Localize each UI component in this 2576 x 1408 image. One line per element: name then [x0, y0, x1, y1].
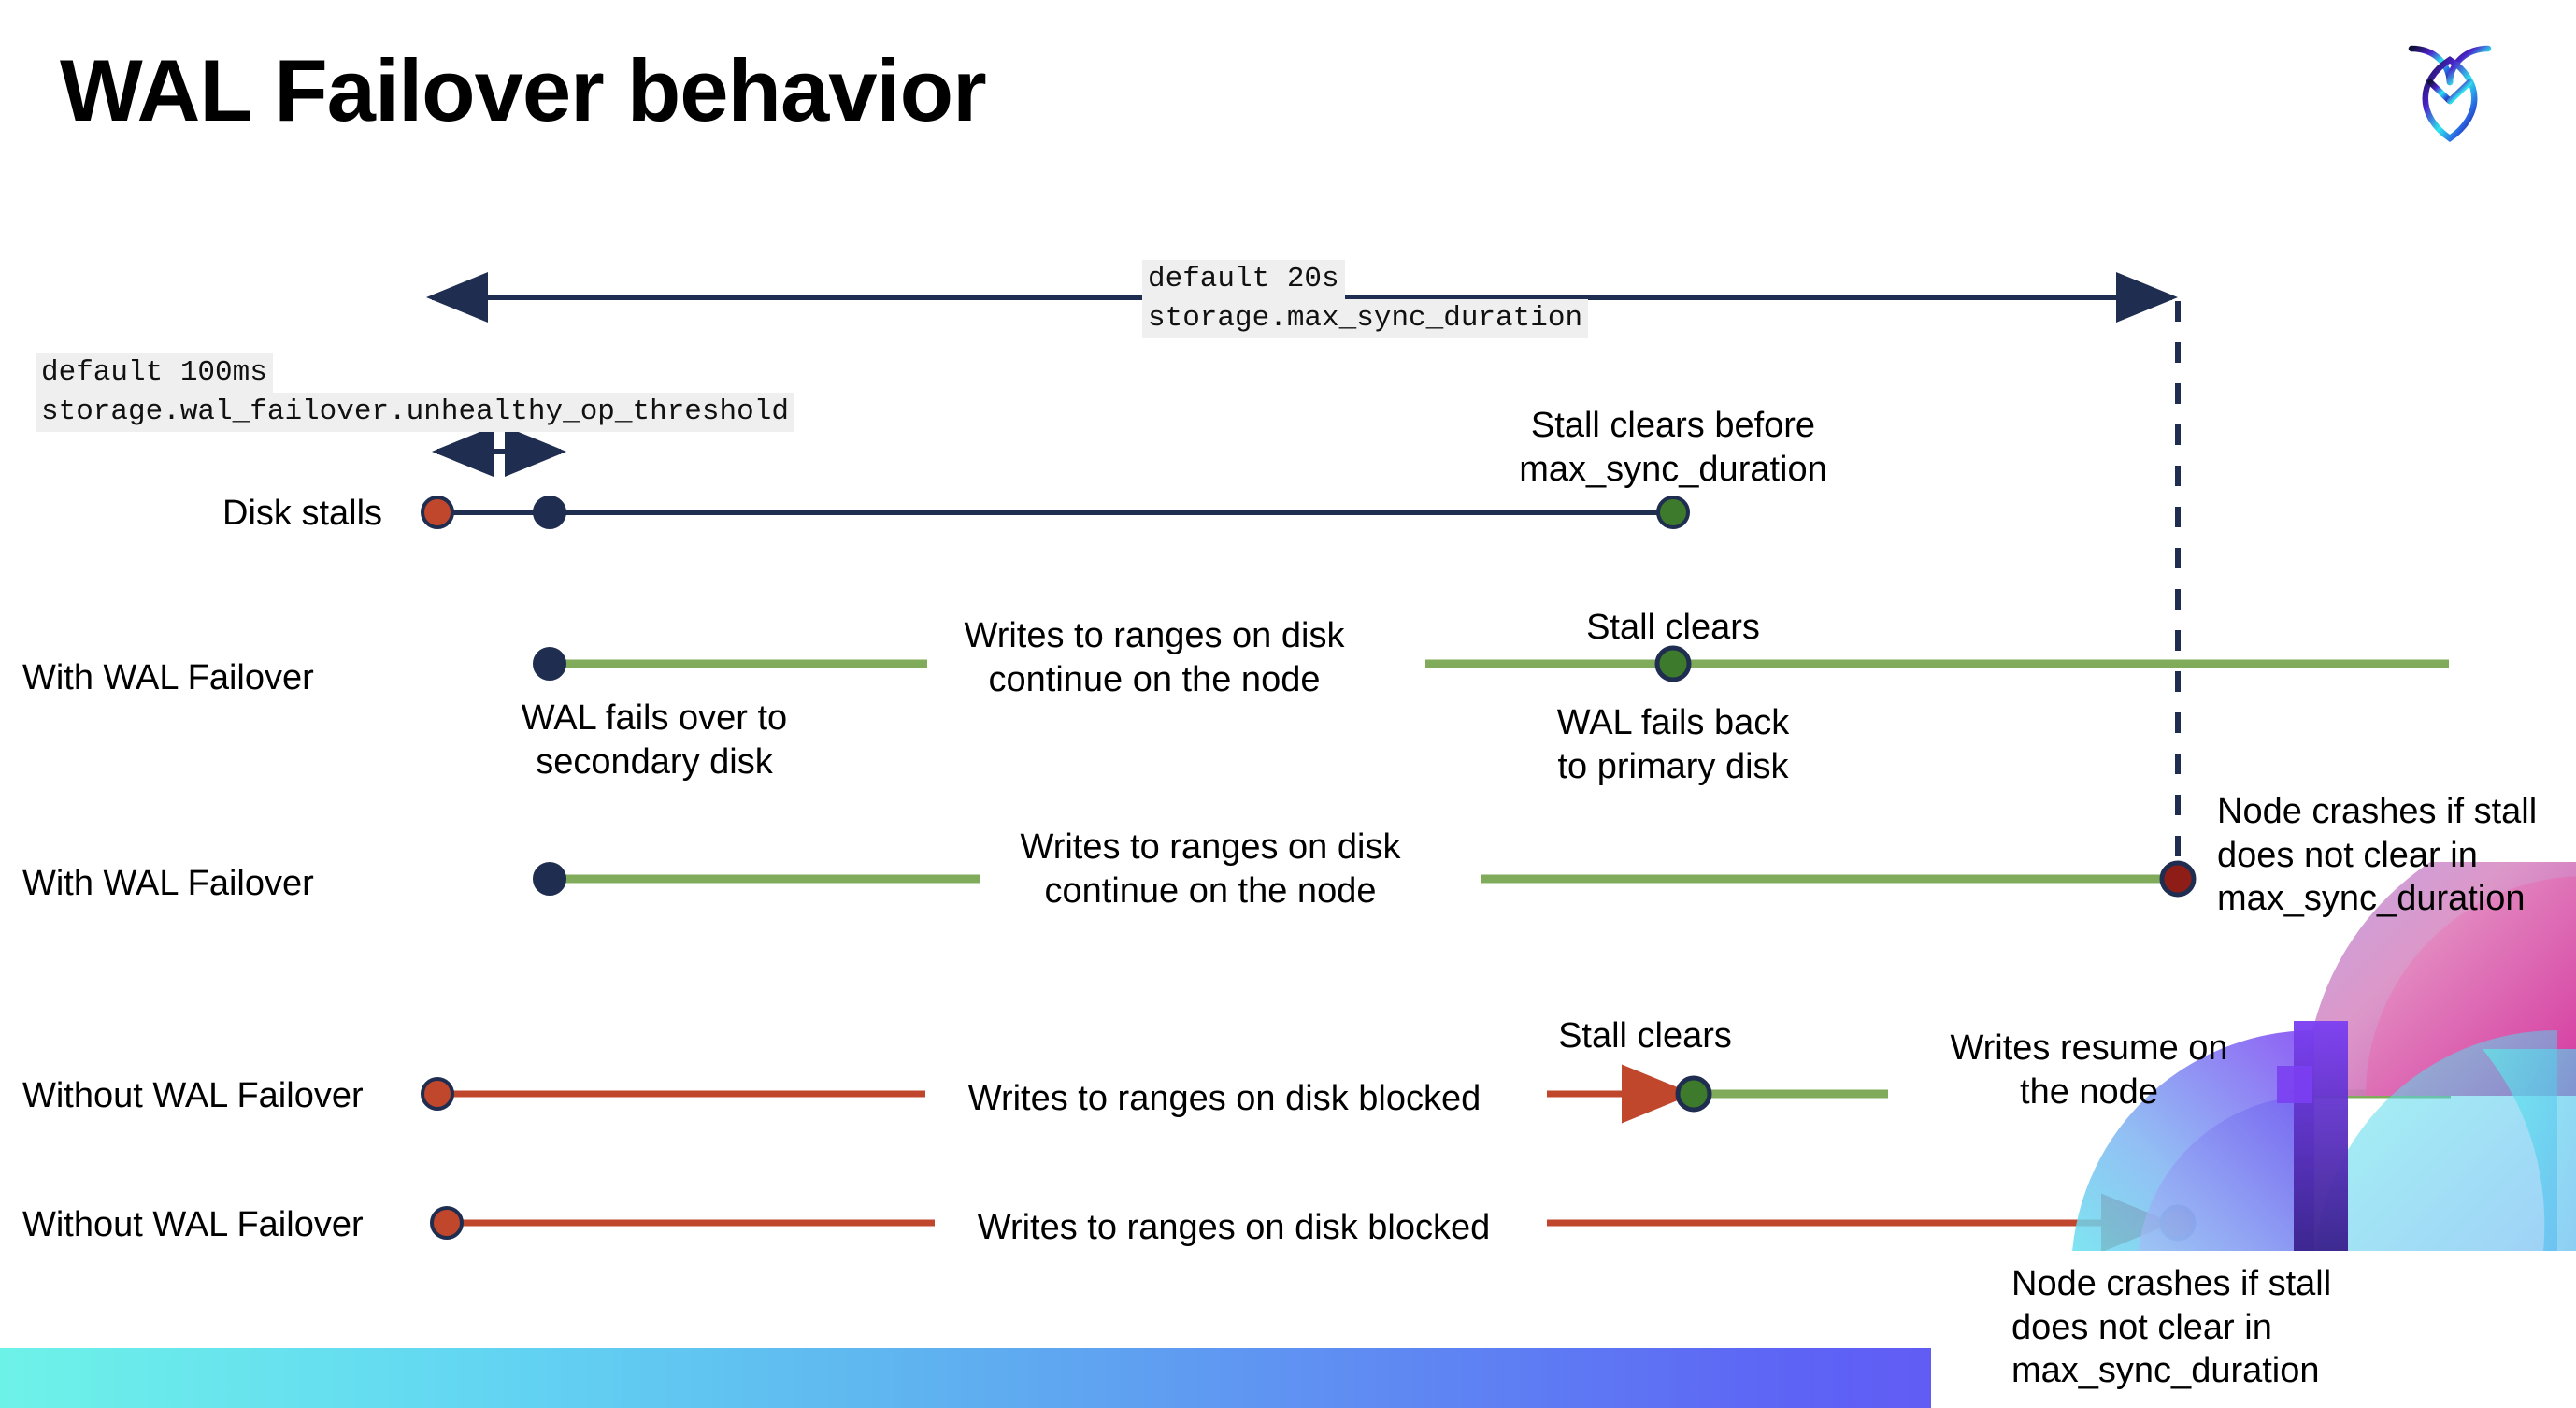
annotation-node-crashes-bottom: Node crashes if stall does not clear in … [2011, 1264, 2332, 1391]
row-label-with-wal-failover-1: With WAL Failover [22, 658, 314, 697]
crash-callout-backdrop [1931, 1251, 2576, 1408]
annotation-stall-clears-row4: Stall clears [1558, 1016, 1732, 1056]
row-with-wal-failover-recovers-track [533, 645, 2449, 682]
unhealthy-op-threshold-setting-chip: storage.wal_failover.unhealthy_op_thresh… [36, 393, 794, 432]
annotation-writes-resume: Writes resume on the node [1950, 1028, 2228, 1112]
cockroachdb-logo-icon [2389, 26, 2511, 148]
annotation-writes-blocked-row4: Writes to ranges on disk blocked [967, 1079, 1481, 1118]
max-sync-duration-default-chip: default 20s [1142, 260, 1345, 299]
annotation-stall-clears-before-max-sync: Stall clears before max_sync_duration [1519, 406, 1827, 489]
max-sync-duration-setting-chip: storage.max_sync_duration [1142, 299, 1589, 338]
row-label-without-wal-failover-2: Without WAL Failover [22, 1205, 364, 1244]
annotation-wal-fails-back: WAL fails back to primary disk [1556, 703, 1790, 786]
annotation-node-crashes-row3: Node crashes if stall does not clear in … [2217, 792, 2538, 919]
annotation-wal-fails-over: WAL fails over to secondary disk [521, 698, 788, 782]
row-label-disk-stalls: Disk stalls [222, 494, 383, 533]
unhealthy-op-threshold-default-chip: default 100ms [36, 353, 273, 393]
row-label-with-wal-failover-2: With WAL Failover [22, 864, 314, 903]
page-title: WAL Failover behavior [60, 41, 987, 139]
row-label-without-wal-failover-1: Without WAL Failover [22, 1076, 364, 1115]
annotation-writes-continue-row3: Writes to ranges on disk continue on the… [1020, 827, 1401, 911]
row-disk-stalls-track [421, 496, 1690, 529]
annotation-writes-continue-row2: Writes to ranges on disk continue on the… [964, 616, 1345, 699]
annotation-writes-blocked-row5: Writes to ranges on disk blocked [977, 1208, 1491, 1247]
annotation-stall-clears-row2: Stall clears [1586, 608, 1760, 647]
